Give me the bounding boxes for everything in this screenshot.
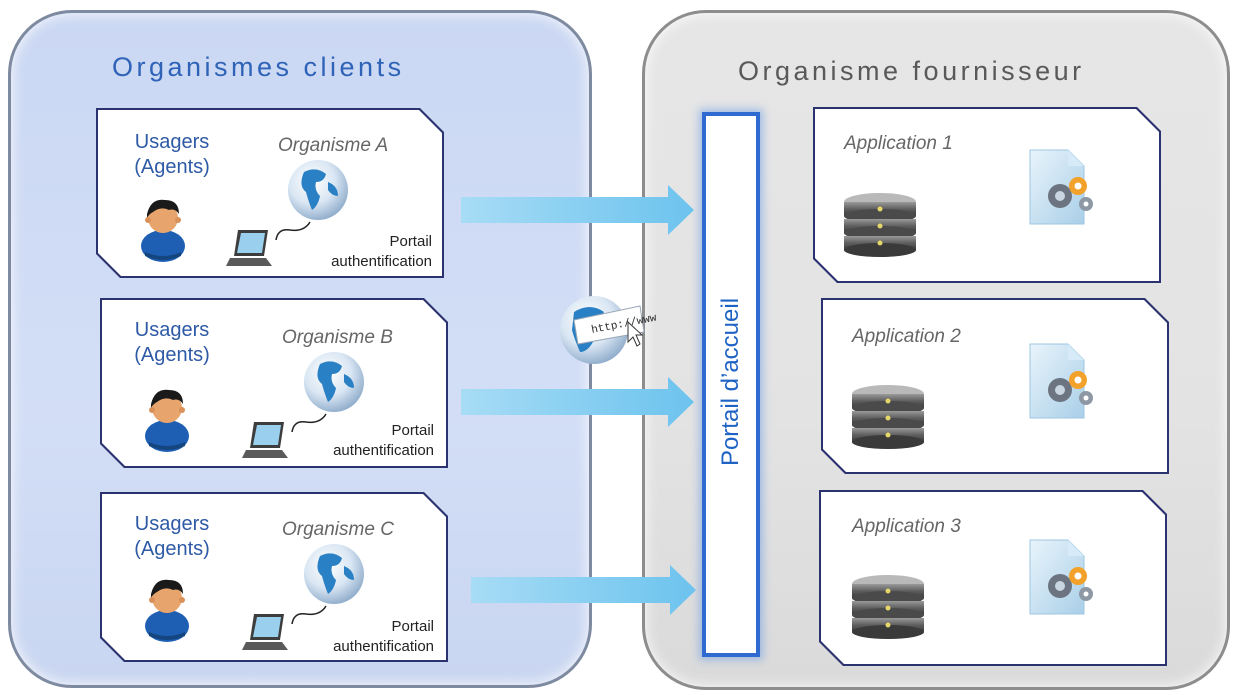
application-name: Application 3 [852,516,961,537]
usagers-label: Usagers(Agents) [134,319,210,366]
usagers-label: Usagers(Agents) [134,513,210,560]
portail-accueil-bar [702,112,760,657]
organisme-name: Organisme C [282,519,394,540]
usagers-label: Usagers(Agents) [134,131,210,178]
web-globe-icon: http://www [560,296,658,364]
organisme-name: Organisme A [278,135,389,156]
arrow-b [461,377,694,427]
application-gears-icon [1029,343,1094,419]
supplier-panel-title: Organisme fournisseur [738,56,1085,86]
server-icon [844,193,916,257]
application-name: Application 2 [852,326,961,347]
user-icon [145,579,189,642]
arrow-c [471,565,696,615]
server-icon [852,385,924,449]
application-gears-icon [1029,149,1094,225]
arrow-a [461,185,694,235]
globe-laptop-icon [241,351,365,459]
globe-laptop-icon [241,543,365,651]
user-icon [141,199,185,262]
globe-laptop-icon [225,159,349,267]
server-icon [852,575,924,639]
organisme-name: Organisme B [282,327,393,348]
application-name: Application 1 [844,133,953,154]
user-icon [145,389,189,452]
clients-panel-title: Organismes clients [112,52,405,82]
application-gears-icon [1029,539,1094,615]
